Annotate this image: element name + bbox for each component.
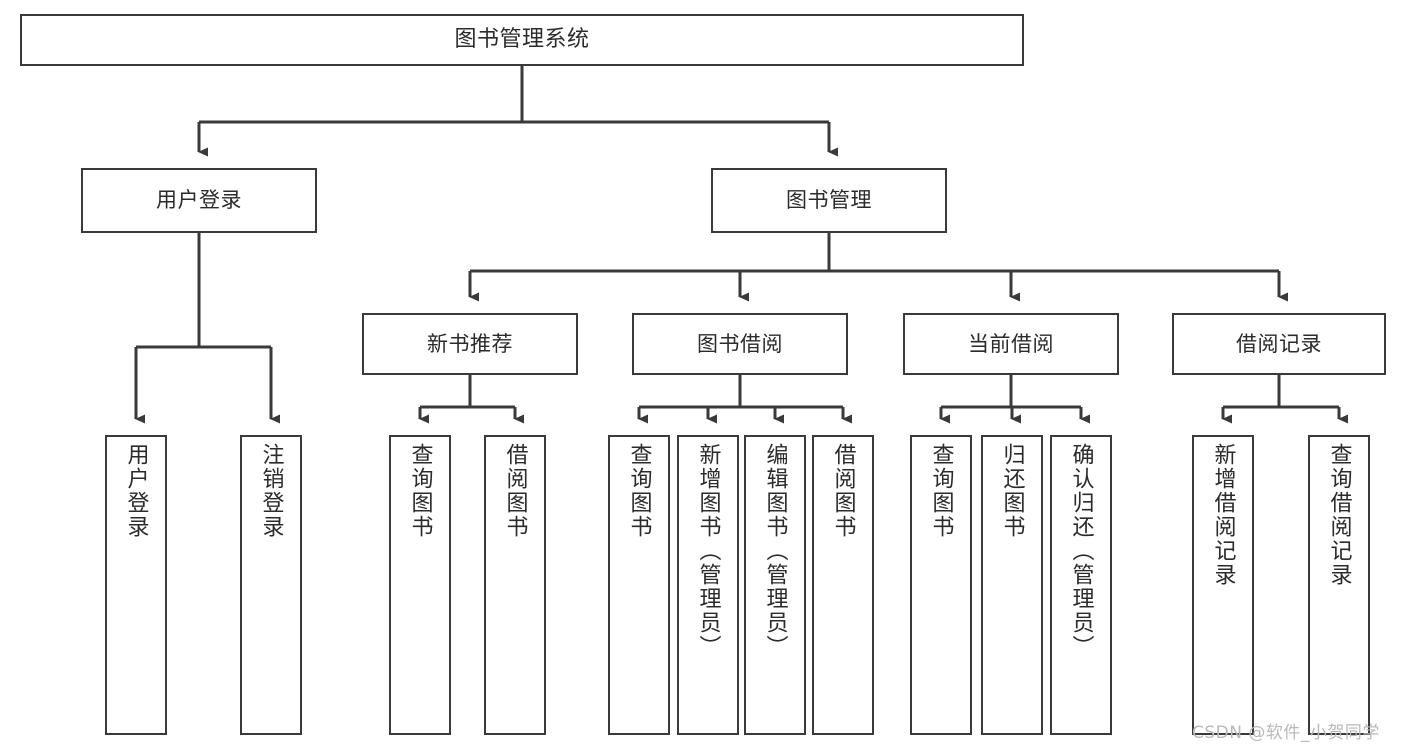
node-book-management[interactable]: 图书管理 [711,168,947,233]
leaf-node-label: 查询图书 [407,443,433,539]
leaf-node[interactable]: 新增图书（管理员） [677,435,739,735]
node-new-book-recommend[interactable]: 新书推荐 [362,313,578,375]
leaf-node[interactable]: 查询图书 [389,435,451,735]
node-borrow-record[interactable]: 借阅记录 [1172,313,1386,375]
leaf-node[interactable]: 编辑图书（管理员） [744,435,806,735]
leaf-node-label: 查询图书 [626,443,652,539]
node-current-borrow[interactable]: 当前借阅 [903,313,1119,375]
node-user-login-label: 用户登录 [156,188,242,213]
leaf-node-label: 借阅图书 [502,443,528,539]
leaf-node-label: 归还图书 [999,443,1025,539]
node-book-management-label: 图书管理 [786,188,872,213]
leaf-node[interactable]: 查询图书 [608,435,670,735]
node-root-label: 图书管理系统 [454,27,590,53]
node-root[interactable]: 图书管理系统 [20,14,1024,66]
leaf-node[interactable]: 查询借阅记录 [1308,435,1370,735]
leaf-node[interactable]: 确认归还（管理员） [1050,435,1112,735]
leaf-node-label: 用户登录 [123,443,149,539]
node-borrow-record-label: 借阅记录 [1236,331,1322,356]
node-book-borrow-label: 图书借阅 [697,331,783,356]
leaf-node-label: 借阅图书 [830,443,856,539]
node-user-login[interactable]: 用户登录 [81,168,317,233]
leaf-node[interactable]: 借阅图书 [484,435,546,735]
leaf-node-label: 新增借阅记录 [1210,443,1236,587]
leaf-node[interactable]: 用户登录 [105,435,167,735]
leaf-node-label: 确认归还（管理员） [1068,443,1094,659]
leaf-node[interactable]: 归还图书 [981,435,1043,735]
node-current-borrow-label: 当前借阅 [968,331,1054,356]
node-book-borrow[interactable]: 图书借阅 [632,313,848,375]
leaf-node[interactable]: 查询图书 [910,435,972,735]
leaf-node-label: 新增图书（管理员） [695,443,721,659]
leaf-node-label: 查询借阅记录 [1326,443,1352,587]
node-new-book-recommend-label: 新书推荐 [427,331,513,356]
leaf-node-label: 编辑图书（管理员） [762,443,788,659]
leaf-node[interactable]: 注销登录 [240,435,302,735]
leaf-node-label: 注销登录 [258,443,284,539]
leaf-node[interactable]: 借阅图书 [812,435,874,735]
leaf-node[interactable]: 新增借阅记录 [1192,435,1254,735]
csdn-watermark: CSDN @软件_小贺同学 [1192,723,1380,743]
leaf-node-label: 查询图书 [928,443,954,539]
